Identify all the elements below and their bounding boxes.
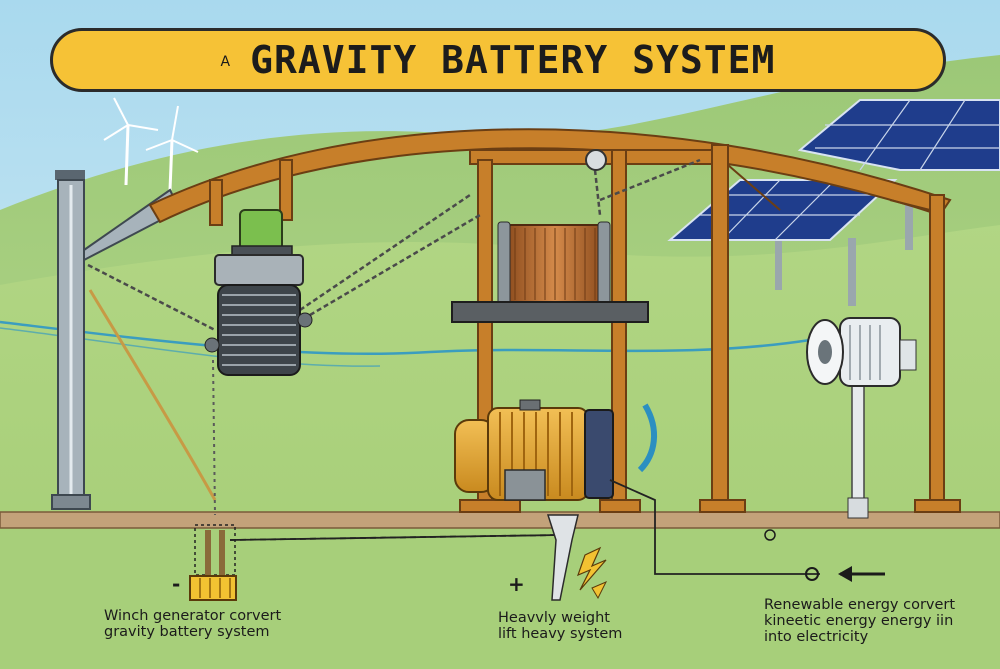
caption-left-line-2: gravity battery system bbox=[104, 624, 270, 640]
caption-left: Winch generator corvert gravity battery … bbox=[104, 608, 281, 640]
caption-right-line-1: Renewable energy corvert bbox=[764, 597, 956, 613]
caption-center-line-2: lift heavy system bbox=[498, 626, 623, 642]
rope bbox=[88, 289, 217, 501]
caption-left-line-1: Winch generator corvert bbox=[104, 608, 282, 624]
wind-turbine-icon bbox=[103, 97, 199, 191]
caption-right: Renewable energy corvert kineetic energy… bbox=[764, 597, 955, 645]
caption-right-line-3: into electricity bbox=[764, 629, 869, 645]
dashed-cable bbox=[229, 534, 561, 541]
generator-icon bbox=[454, 399, 658, 501]
winch-drum-icon bbox=[204, 209, 313, 376]
power-line bbox=[0, 320, 811, 356]
lightning-icon bbox=[546, 514, 608, 601]
copper-coil-icon bbox=[451, 149, 649, 323]
title-banner: A GRAVITY BATTERY SYSTEM bbox=[50, 28, 946, 92]
battery-icon bbox=[189, 524, 237, 601]
plus-symbol: + bbox=[508, 572, 525, 596]
title-mark: A bbox=[220, 54, 231, 70]
arrow-icon bbox=[764, 529, 885, 582]
caption-center: Heavvly weight lift heavy system bbox=[498, 610, 622, 642]
power-line-2 bbox=[0, 327, 381, 367]
chains bbox=[87, 158, 701, 332]
lower-field bbox=[0, 525, 1000, 669]
minus-symbol: - bbox=[172, 572, 181, 596]
dotted-cable bbox=[212, 359, 216, 516]
page-title: GRAVITY BATTERY SYSTEM bbox=[250, 38, 776, 82]
fan-turbine-icon bbox=[806, 317, 917, 519]
caption-center-line-1: Heavvly weight bbox=[498, 610, 610, 626]
caption-right-line-2: kineetic energy energy iin bbox=[764, 613, 954, 629]
